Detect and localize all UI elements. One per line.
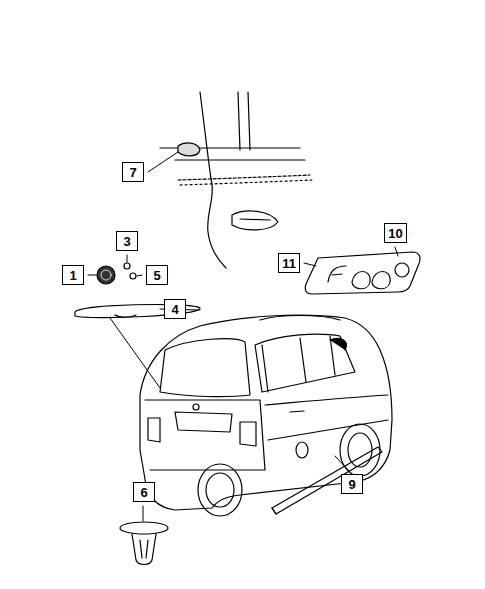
callout-number: 6 — [140, 486, 147, 499]
callout-box: 4 — [164, 299, 186, 319]
callout-number: 11 — [282, 257, 296, 270]
callout-box: 1 — [62, 265, 84, 285]
callout-box: 10 — [384, 223, 407, 243]
callout-number: 9 — [348, 478, 355, 491]
callout-number: 4 — [171, 303, 178, 316]
callout-box: 9 — [341, 474, 363, 494]
callout-box: 3 — [116, 231, 138, 251]
callout-box: 5 — [146, 265, 168, 285]
fender-emblem — [305, 252, 420, 294]
callout-number: 1 — [69, 269, 76, 282]
callout-box: 6 — [133, 482, 155, 502]
callout-number: 5 — [153, 269, 160, 282]
callout-number: 10 — [388, 227, 402, 240]
callout-box: 7 — [122, 162, 144, 182]
leader-lines — [88, 152, 398, 521]
badge — [97, 266, 115, 284]
car-body — [140, 315, 392, 516]
push-clip — [120, 522, 168, 565]
callout-box: 11 — [278, 253, 300, 273]
callout-number: 7 — [129, 166, 136, 179]
body-molding — [272, 447, 382, 514]
callout-number: 3 — [123, 235, 130, 248]
door-detail — [160, 92, 312, 268]
